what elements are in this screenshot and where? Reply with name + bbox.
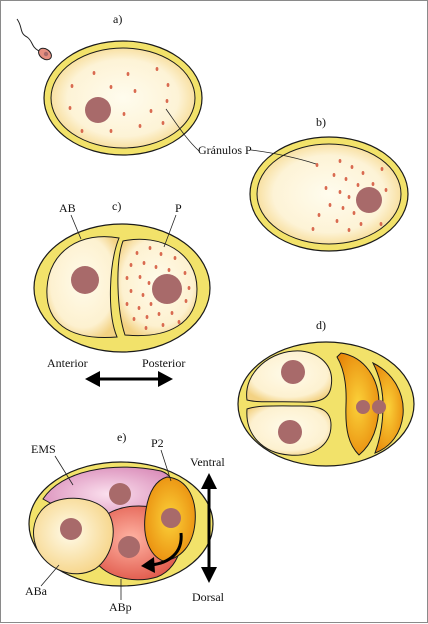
cell-d-p1-right xyxy=(371,361,404,454)
panel-a: a) xyxy=(16,12,203,156)
cell-p-label: P xyxy=(175,201,182,215)
panel-d-label: d) xyxy=(316,318,326,332)
cell-aba-leader xyxy=(40,564,60,587)
panel-a-label: a) xyxy=(113,12,122,26)
granules-label: Gránulos P xyxy=(198,143,252,157)
cell-aba-label: ABa xyxy=(25,584,48,598)
vd-arrow-head-bottom xyxy=(201,567,217,583)
panel-c: c) xyxy=(33,199,211,353)
nucleus-d-lower xyxy=(278,420,302,444)
ap-axis: Anterior Posterior xyxy=(47,356,185,387)
ventral-label: Ventral xyxy=(190,455,225,469)
nucleus-d-p1-right xyxy=(372,400,386,414)
panel-b-label: b) xyxy=(316,115,326,129)
panel-b: b) xyxy=(249,115,409,252)
panel-d: d) xyxy=(237,318,415,467)
granules-b xyxy=(311,159,388,232)
nucleus-b xyxy=(356,187,382,213)
sperm xyxy=(16,18,52,61)
panel-e-label: e) xyxy=(117,430,126,444)
nucleus-ems xyxy=(109,483,131,505)
cell-ems-leader xyxy=(54,455,74,486)
granules-c xyxy=(125,246,191,330)
nucleus-a xyxy=(85,97,111,123)
cell-abp-label: ABp xyxy=(109,600,132,614)
cell-ab-leader xyxy=(70,214,82,240)
cell-ems-label: EMS xyxy=(31,442,56,456)
panel-c-label: c) xyxy=(112,199,121,213)
vd-axis: Ventral Dorsal xyxy=(190,455,225,604)
cell-p-leader xyxy=(163,214,177,248)
nucleus-p-c xyxy=(152,274,182,304)
vd-arrow-head-top xyxy=(201,473,217,489)
ap-arrow-head-left xyxy=(85,371,100,387)
granules-leader-a xyxy=(165,108,200,152)
egg-cytoplasm-a xyxy=(50,47,196,149)
nucleus-ab-c xyxy=(71,266,99,294)
panel-e: e) EMS P2 ABa ABp xyxy=(25,430,214,614)
migration-arrow-head xyxy=(141,557,155,573)
nucleus-d-p1-left xyxy=(356,400,370,414)
migration-arrow xyxy=(150,532,183,567)
dorsal-label: Dorsal xyxy=(192,590,225,604)
anterior-label: Anterior xyxy=(47,356,88,370)
cell-ab-label: AB xyxy=(59,201,76,215)
nucleus-d-upper xyxy=(281,360,305,384)
ap-arrow-head-right xyxy=(158,371,173,387)
nucleus-p2 xyxy=(161,508,181,528)
granules-leader-b xyxy=(250,149,317,165)
posterior-label: Posterior xyxy=(142,356,185,370)
nucleus-abp xyxy=(118,536,140,558)
cell-p2-leader xyxy=(160,449,172,482)
cell-p2-label: P2 xyxy=(151,436,164,450)
nucleus-aba xyxy=(60,518,82,540)
granules-a xyxy=(68,67,170,133)
egg-cytoplasm-b xyxy=(256,143,402,245)
